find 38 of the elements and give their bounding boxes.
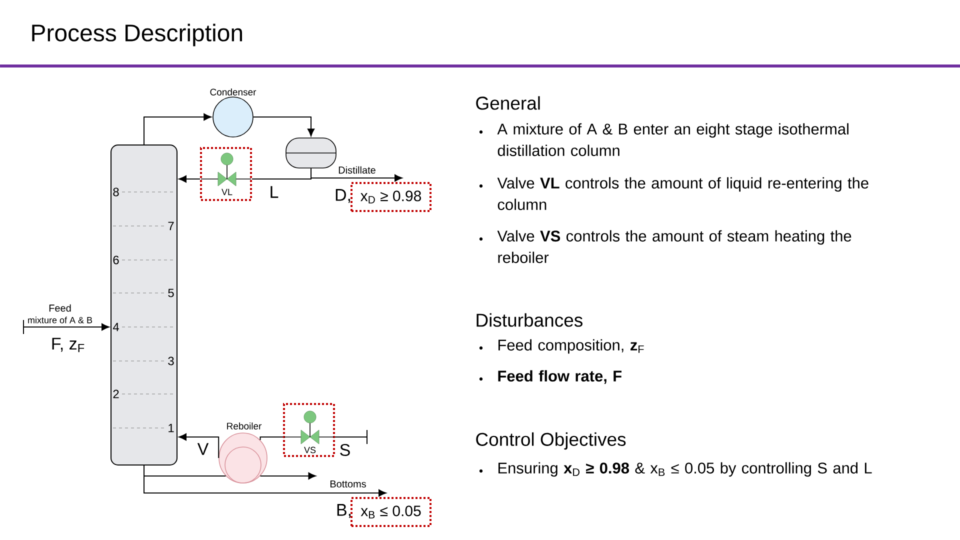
edge-label: Distillate <box>337 165 377 175</box>
arrow <box>144 465 386 497</box>
heading: Control Objectives <box>476 432 626 450</box>
title: Process Description <box>32 24 242 46</box>
arrow <box>310 168 402 182</box>
node-label: Condenser <box>210 88 256 96</box>
condenser: Condenser <box>210 88 256 138</box>
heading: Disturbances <box>476 313 582 327</box>
edge-label: S <box>338 442 352 457</box>
edge-label: V <box>196 442 210 456</box>
process-label: D, <box>336 189 350 203</box>
valve-drawing: VL <box>200 147 252 201</box>
bullet-item: A mixture of A & B enter an eight stage isothermal distillation column <box>479 123 848 156</box>
spec-box: x$_{D}$ ≥ 0.98 <box>350 182 432 212</box>
arrow <box>178 433 220 458</box>
bullet-item: Feed composition, z$_{F}$ <box>479 339 644 354</box>
valve-drawing: VS <box>283 403 335 457</box>
spec-box: x$_{B}$ ≤ 0.05 <box>350 497 432 527</box>
process-label: F, z$_{F}$ <box>52 338 84 352</box>
process-label: B, <box>337 504 351 518</box>
arrow <box>260 472 316 480</box>
node-label: Reboiler <box>227 422 262 430</box>
bullet-item: Feed flow rate, F <box>479 370 622 384</box>
bullet-item: Ensuring x$_{D}$ ≥ 0.98 & x$_{B}$ ≤ 0.05 by controlling S and L <box>479 462 872 477</box>
reboiler: Reboiler <box>218 422 268 484</box>
arrow <box>23 320 110 334</box>
distillation-column: 8 7 6 5 4 3 2 1 <box>110 144 178 466</box>
arrow <box>144 113 212 145</box>
reflux-drum <box>286 138 336 168</box>
edge-label: Bottoms <box>328 480 368 488</box>
heading: General <box>476 96 540 110</box>
edge-label: Feed <box>48 303 72 313</box>
process-label: mixture of A & B <box>28 316 92 324</box>
arrow <box>252 116 315 136</box>
bullet-item: Valve VL controls the amount of liquid re-entering the column <box>479 177 868 210</box>
edge-label: L <box>268 185 280 199</box>
bullet-item: Valve VS controls the amount of steam heating the reboiler <box>479 230 852 264</box>
arrow <box>178 175 200 183</box>
